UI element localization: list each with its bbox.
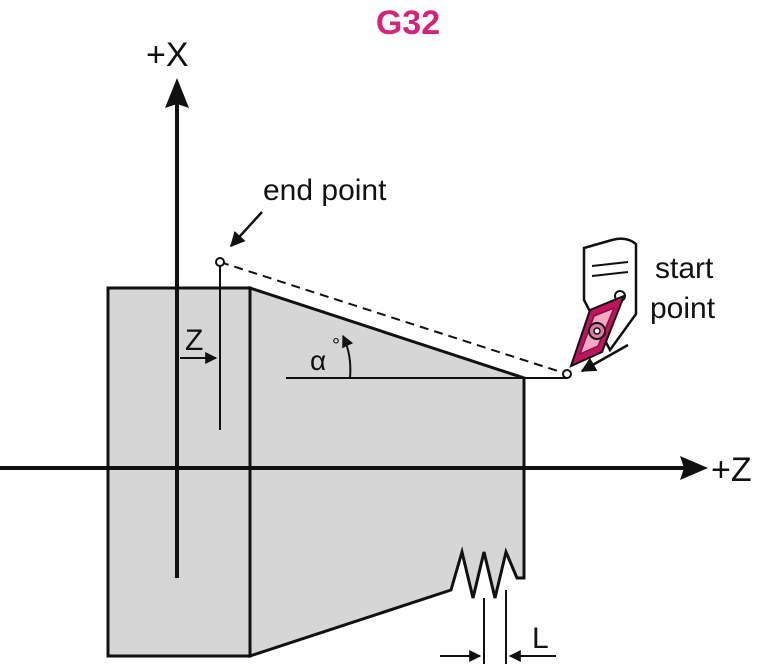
workpiece-taper bbox=[248, 285, 526, 659]
start-point-label-line1: start bbox=[655, 252, 714, 285]
end-point-label: end point bbox=[263, 174, 387, 207]
thread-path-dashed bbox=[219, 261, 568, 375]
start-point-marker bbox=[562, 369, 572, 379]
cutting-insert-icon bbox=[569, 294, 626, 368]
angle-label: α bbox=[310, 345, 326, 376]
start-point-pointer-arrow bbox=[580, 343, 629, 373]
z-axis-arrow-icon bbox=[680, 456, 708, 480]
end-point-pointer-arrow bbox=[229, 211, 263, 248]
start-point-label-line2: point bbox=[650, 292, 716, 325]
x-axis-label: +X bbox=[146, 36, 189, 74]
z-dimension-label: Z bbox=[185, 324, 203, 357]
angle-degree-label: ° bbox=[332, 335, 340, 357]
z-axis-label: +Z bbox=[711, 451, 752, 489]
x-axis-arrow-icon bbox=[165, 78, 189, 108]
lead-label: L bbox=[532, 622, 549, 655]
end-point-marker bbox=[215, 257, 225, 267]
diagram-title: G32 bbox=[376, 4, 440, 42]
angle-arc bbox=[342, 334, 354, 379]
